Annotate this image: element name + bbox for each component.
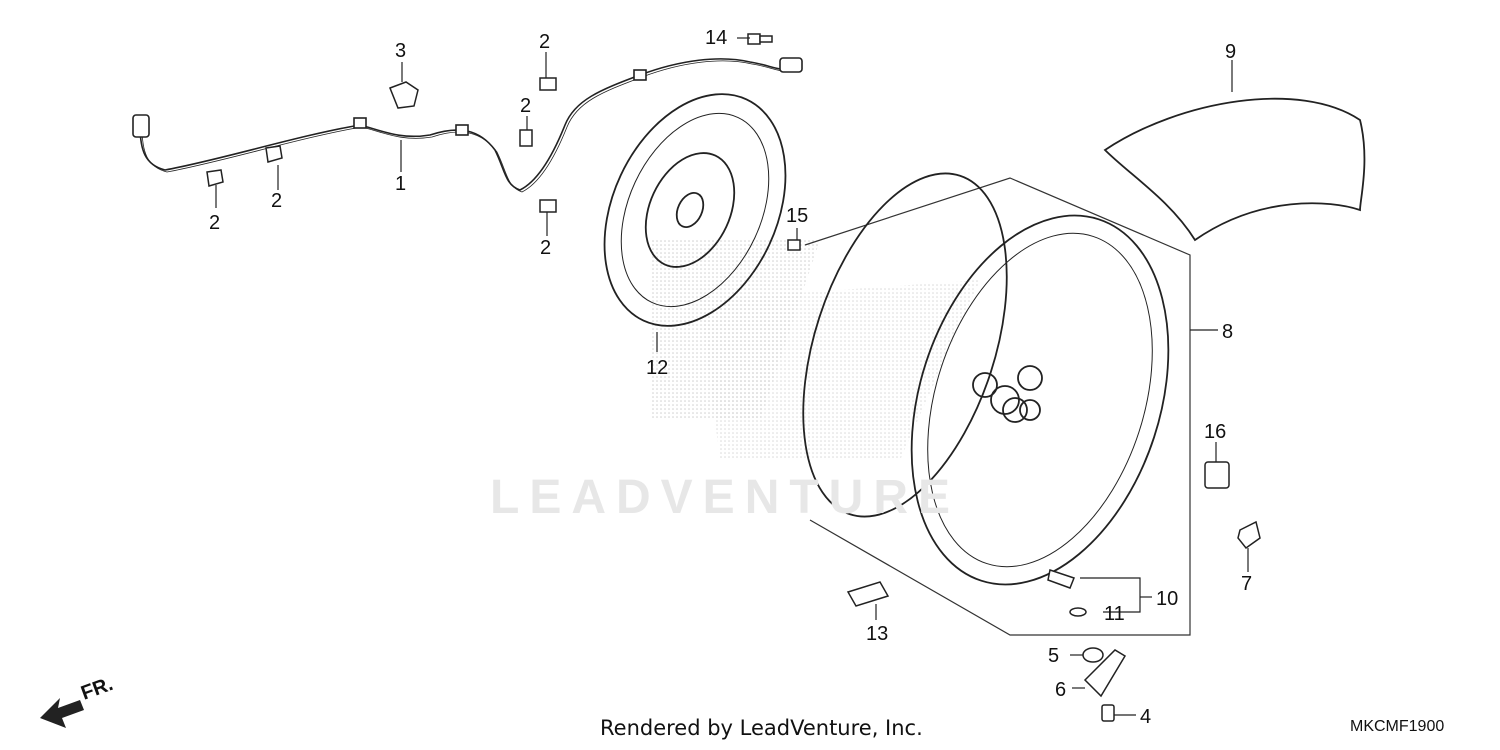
- callout-3: 3: [395, 40, 406, 62]
- clamp-icon: [389, 81, 419, 109]
- sensor-rotor-icon: [1237, 520, 1261, 550]
- callout-14: 14: [705, 27, 727, 49]
- nut-icon: [1204, 461, 1230, 489]
- callout-2: 2: [520, 95, 531, 117]
- callout-11: 11: [1104, 603, 1125, 625]
- callout-8: 8: [1222, 321, 1233, 343]
- brake-disc: [603, 93, 787, 327]
- watermark: LEADVENTURE: [490, 471, 961, 524]
- disc-bolt-icon: [787, 239, 801, 251]
- callout-2: 2: [271, 190, 282, 212]
- front-arrow-icon: FR.: [40, 673, 116, 728]
- tpms-parts: [1082, 647, 1127, 722]
- callout-15: 15: [786, 205, 808, 227]
- callout-2: 2: [540, 237, 551, 259]
- callout-6: 6: [1055, 679, 1066, 701]
- footer-credit: Rendered by LeadVenture, Inc.: [600, 716, 923, 740]
- callout-5: 5: [1048, 645, 1059, 667]
- callout-2: 2: [209, 212, 220, 234]
- diagram-code: MKCMF1900: [1350, 718, 1445, 735]
- callouts: 1 2 2 2 2 2 3 4 5 6 7 8 9 10 11 12 13 14…: [209, 27, 1252, 728]
- wheel: [802, 172, 1170, 586]
- tire: [1103, 97, 1366, 242]
- callout-9: 9: [1225, 41, 1236, 63]
- callout-13: 13: [866, 623, 888, 645]
- watermark-emblem: [650, 240, 980, 460]
- clip-icon: [206, 77, 557, 213]
- balance-weight-icon: [846, 581, 890, 607]
- wire-harness: [132, 57, 803, 193]
- callout-1: 1: [395, 173, 406, 195]
- callout-10: 10: [1156, 588, 1178, 610]
- bolt-icon: [747, 33, 773, 45]
- wheel-box: [804, 177, 1191, 636]
- callout-12: 12: [646, 357, 668, 379]
- callout-16: 16: [1204, 421, 1226, 443]
- valve-icon: [1047, 569, 1087, 617]
- leader-lines: [215, 37, 1249, 716]
- callout-7: 7: [1241, 573, 1252, 595]
- callout-2: 2: [539, 31, 550, 53]
- callout-4: 4: [1140, 706, 1151, 728]
- direction-label: FR.: [78, 673, 116, 705]
